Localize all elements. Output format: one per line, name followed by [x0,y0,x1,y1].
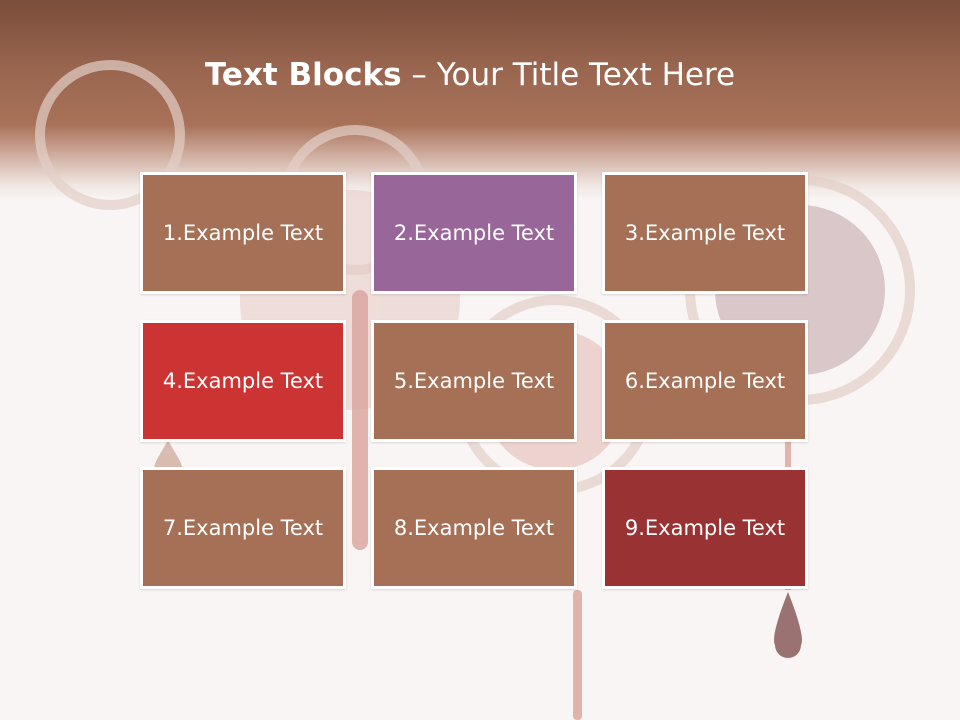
text-block-label: 1.Example Text [162,221,324,245]
text-block-1[interactable]: 1.Example Text [140,172,346,294]
title-dash: – [401,57,437,93]
title-bold: Text Blocks [204,57,402,93]
text-block-3[interactable]: 3.Example Text [602,172,808,294]
text-block-label: 9.Example Text [624,516,786,540]
text-block-9[interactable]: 9.Example Text [602,467,808,589]
text-block-label: 3.Example Text [624,221,786,245]
text-block-label: 2.Example Text [393,221,555,245]
text-block-4[interactable]: 4.Example Text [140,320,346,442]
text-block-7[interactable]: 7.Example Text [140,467,346,589]
text-block-label: 6.Example Text [624,369,786,393]
text-block-5[interactable]: 5.Example Text [371,320,577,442]
text-block-2[interactable]: 2.Example Text [371,172,577,294]
text-block-6[interactable]: 6.Example Text [602,320,808,442]
text-block-label: 7.Example Text [162,516,324,540]
text-block-label: 8.Example Text [393,516,555,540]
text-block-label: 4.Example Text [162,369,324,393]
slide-title: Text Blocks – Your Title Text Here [0,52,940,98]
title-rest: Your Title Text Here [436,57,736,93]
text-block-label: 5.Example Text [393,369,555,393]
header-band [0,0,960,200]
text-block-8[interactable]: 8.Example Text [371,467,577,589]
